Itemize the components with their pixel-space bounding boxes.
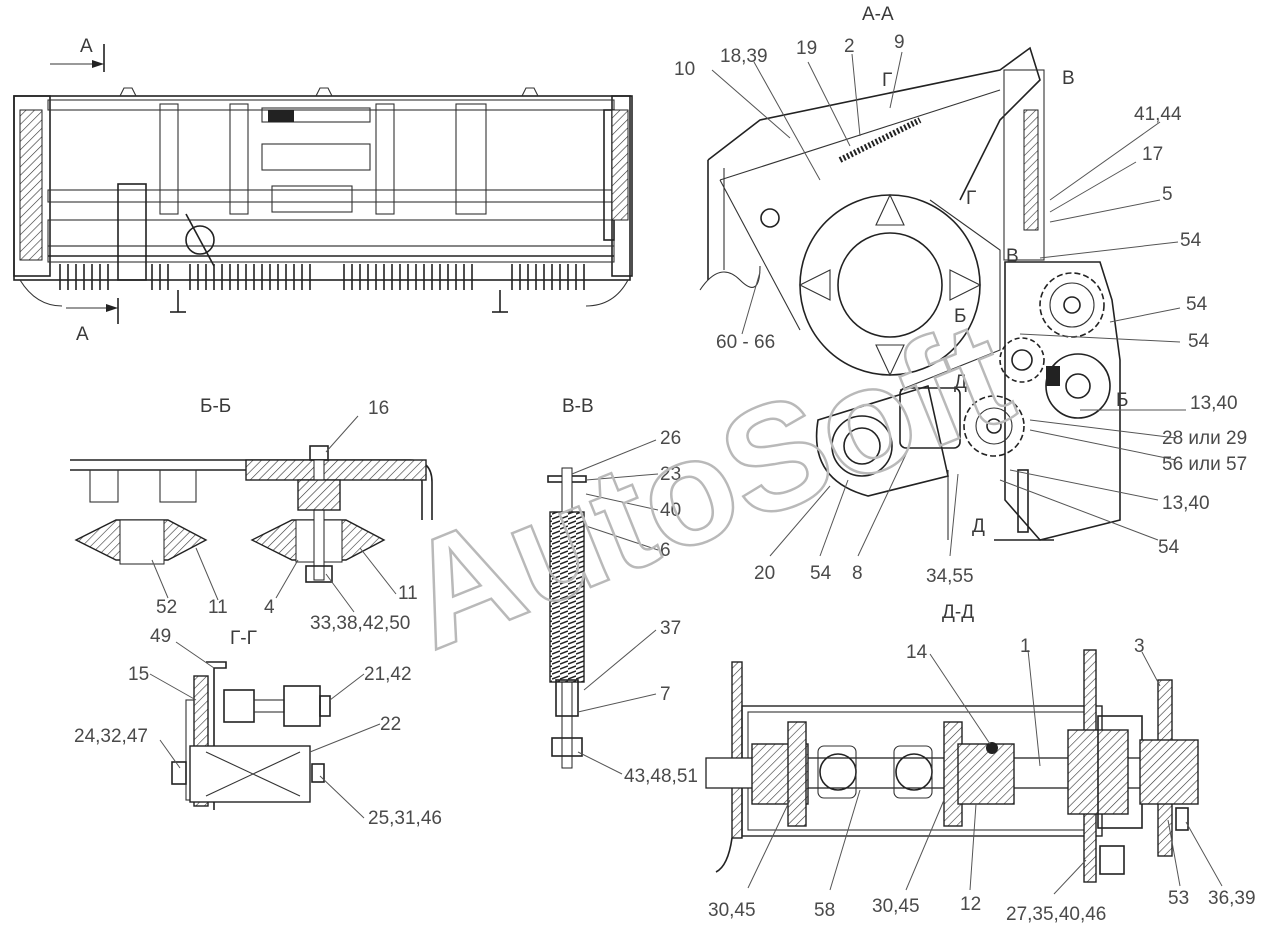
callout-aa-54-d: 54	[1158, 537, 1180, 558]
callout-aa-5: 5	[1162, 184, 1173, 205]
callout-aa-54-a: 54	[1180, 230, 1202, 251]
callout-gg-49: 49	[150, 626, 171, 647]
callout-gg-24-32-47: 24,32,47	[74, 726, 148, 747]
callout-aa-18-39: 18,39	[720, 46, 768, 67]
callout-aa-13-40-b: 13,40	[1162, 493, 1210, 514]
watermark-text: AutoSoft	[382, 288, 1032, 681]
callout-aa-60-66: 60 - 66	[716, 332, 775, 353]
callout-aa-41-44: 41,44	[1134, 104, 1182, 125]
section-marker-b2: Б	[1116, 390, 1128, 411]
view-gg: Г-Г 49 15 21,42 22 24,32,47 25,31,46	[74, 626, 442, 829]
main-view: А А	[13, 36, 633, 345]
callout-vv-7: 7	[660, 684, 671, 705]
view-bb: Б-Б 16 52 11 4 33,38,42,50 11	[70, 396, 433, 634]
section-marker-d: Д	[954, 372, 967, 393]
callout-dd-12: 12	[960, 894, 981, 915]
callout-aa-10: 10	[674, 59, 695, 80]
callout-bb-4: 4	[264, 597, 275, 618]
callout-aa-8: 8	[852, 563, 863, 584]
section-marker-g2: Г	[966, 188, 976, 209]
callout-aa-13-40-a: 13,40	[1190, 393, 1238, 414]
section-marker-v: В	[1062, 68, 1075, 89]
view-dd-title: Д-Д	[942, 602, 974, 623]
callout-vv-26: 26	[660, 428, 681, 449]
view-dd: Д-Д	[705, 602, 1256, 925]
callout-dd-27-35-40-46: 27,35,40,46	[1006, 904, 1106, 925]
callout-aa-34-55: 34,55	[926, 566, 974, 587]
view-vv-title: В-В	[562, 396, 594, 417]
callout-dd-1: 1	[1020, 636, 1031, 657]
callout-bb-11-b: 11	[398, 583, 418, 604]
callout-aa-19: 19	[796, 38, 817, 59]
callout-vv-43-48-51: 43,48,51	[624, 766, 698, 787]
callout-vv-37: 37	[660, 618, 681, 639]
callout-dd-30-45-a: 30,45	[708, 900, 756, 921]
view-gg-title: Г-Г	[230, 628, 257, 649]
callout-aa-28-29: 28 или 29	[1162, 428, 1247, 449]
callout-dd-14: 14	[906, 642, 928, 663]
section-marker-a-top: А	[80, 36, 93, 57]
callout-aa-9: 9	[894, 32, 905, 53]
callout-dd-3: 3	[1134, 636, 1145, 657]
callout-gg-21-42: 21,42	[364, 664, 412, 685]
callout-dd-36-39: 36,39	[1208, 888, 1256, 909]
view-aa-title: А-А	[862, 4, 894, 25]
callout-dd-53: 53	[1168, 888, 1189, 909]
callout-aa-54-e: 54	[810, 563, 832, 584]
gear-middle	[999, 337, 1045, 383]
callout-aa-56-57: 56 или 57	[1162, 454, 1247, 475]
gear-upper	[1039, 272, 1105, 338]
callout-vv-6: 6	[660, 540, 671, 561]
callout-dd-58: 58	[814, 900, 835, 921]
callout-aa-17: 17	[1142, 144, 1163, 165]
view-aa: А-А	[674, 4, 1247, 587]
section-marker-v2: В	[1006, 246, 1019, 267]
callout-aa-20: 20	[754, 563, 775, 584]
callout-bb-16: 16	[368, 398, 389, 419]
view-bb-title: Б-Б	[200, 396, 231, 417]
callout-gg-15: 15	[128, 664, 149, 685]
callout-vv-23: 23	[660, 464, 681, 485]
section-marker-a-bottom: А	[76, 324, 89, 345]
callout-dd-30-45-b: 30,45	[872, 896, 920, 917]
callout-aa-2: 2	[844, 36, 855, 57]
callout-bb-52: 52	[156, 597, 177, 618]
section-marker-g: Г	[882, 70, 892, 91]
section-marker-b: Б	[954, 306, 966, 327]
gear-lower	[963, 395, 1025, 457]
callout-aa-54-b: 54	[1186, 294, 1208, 315]
callout-gg-25-31-46: 25,31,46	[368, 808, 442, 829]
callout-gg-22: 22	[380, 714, 401, 735]
section-marker-d2: Д	[972, 516, 985, 537]
callout-bb-11-a: 11	[208, 597, 228, 618]
view-vv: В-В 26 23 40 6 37 7 43,48,51	[547, 396, 698, 787]
callout-vv-40: 40	[660, 500, 681, 521]
gear-right	[1045, 353, 1111, 419]
callout-bb-33-38-42-50: 33,38,42,50	[310, 613, 410, 634]
callout-aa-54-c: 54	[1188, 331, 1210, 352]
